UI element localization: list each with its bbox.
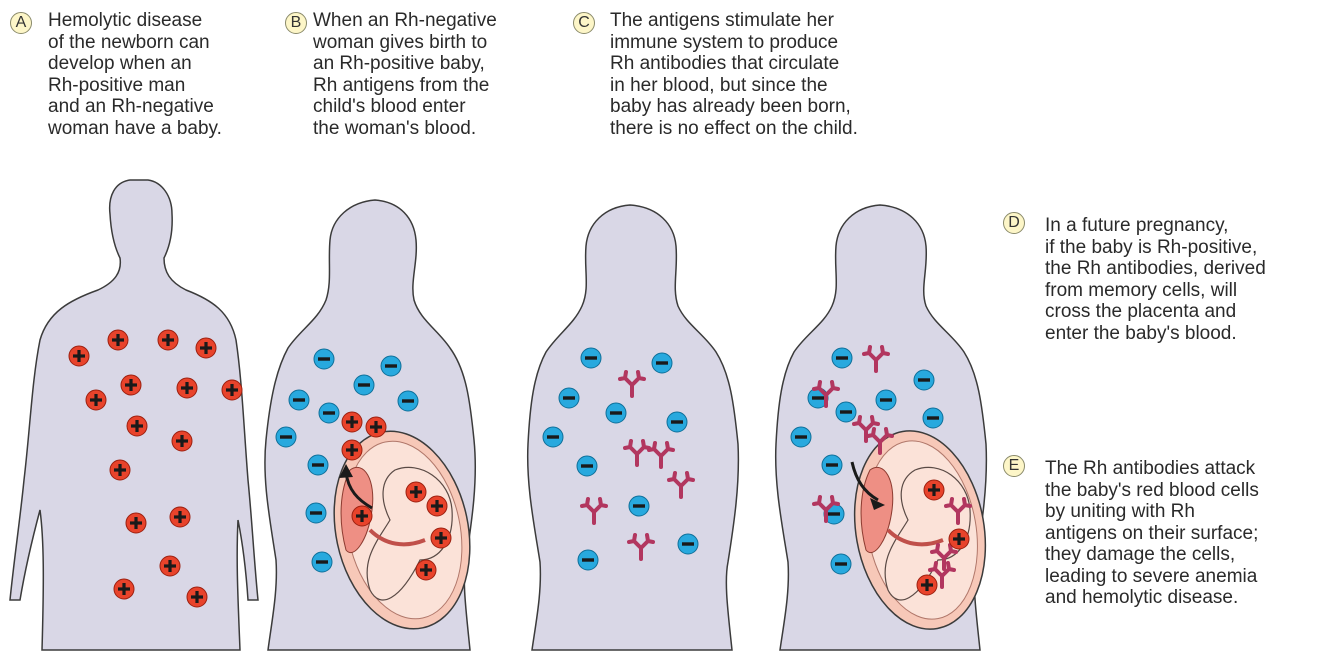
step-b-badge: B [285,12,307,34]
step-e-text: The Rh antibodies attack the baby's red … [1045,458,1315,609]
step-c-text: The antigens stimulate her immune system… [610,10,930,139]
step-e-badge: E [1003,455,1025,477]
woman-silhouette-immune [528,205,739,650]
step-a-badge: A [10,12,32,34]
step-c-badge: C [573,12,595,34]
step-b-text: When an Rh-negative woman gives birth to… [313,10,558,139]
man-silhouette [10,180,258,650]
step-d-badge: D [1003,212,1025,234]
step-d-text: In a future pregnancy, if the baby is Rh… [1045,215,1315,344]
step-a-text: Hemolytic disease of the newborn can dev… [48,10,278,139]
